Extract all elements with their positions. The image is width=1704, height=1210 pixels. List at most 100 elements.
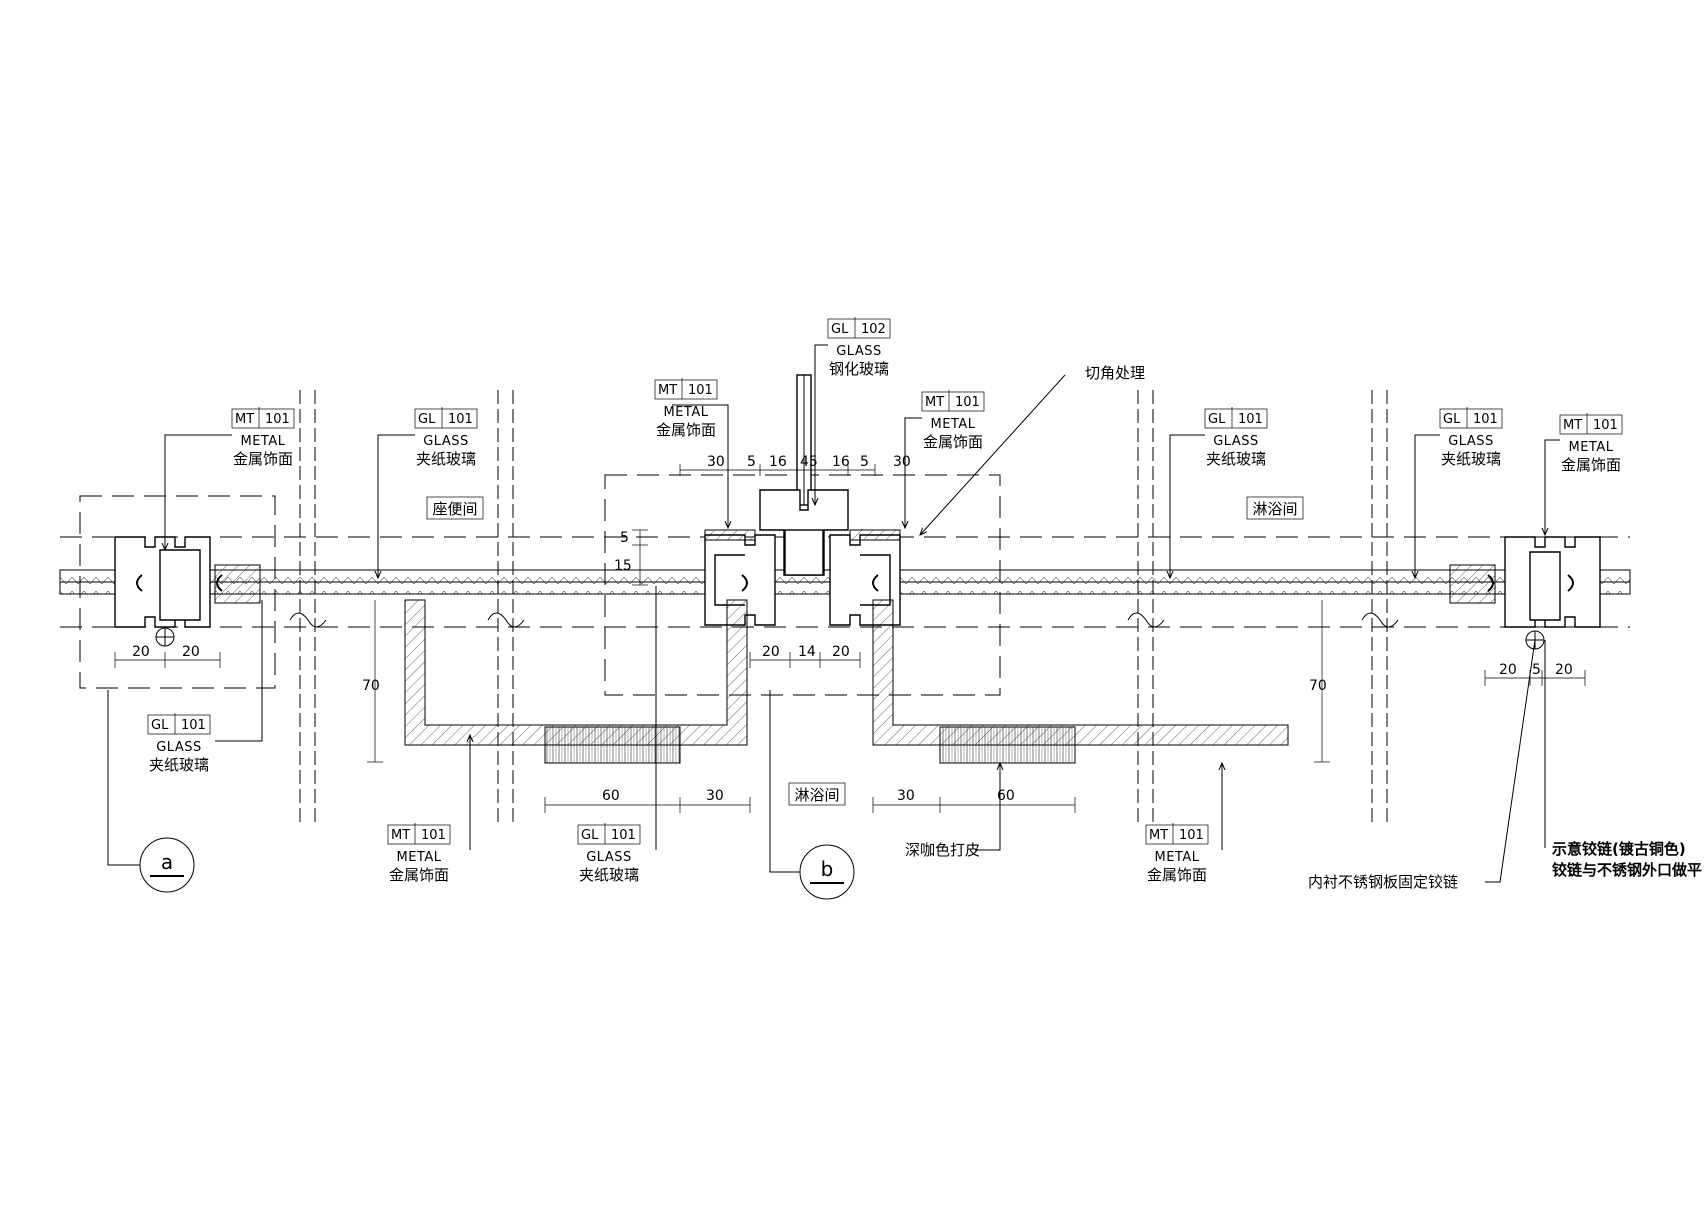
tag-number: 101 [421,828,446,843]
tag-chinese: 金属饰面 [1147,866,1207,884]
tag-chinese: 夹纸玻璃 [579,866,639,884]
tag-english: GLASS [836,344,882,359]
tag-english: METAL [1155,850,1200,865]
tag-code: GL [831,322,849,337]
room-shower-right: 淋浴间 [1252,500,1297,518]
dim-r-5: 5 [1532,662,1541,678]
dim-c-20b: 20 [832,644,850,660]
tag-code: MT [391,828,410,843]
dim-c-16b: 16 [832,454,850,470]
section-b-label: b [821,857,834,881]
dim-b-30b: 30 [897,788,915,804]
tag-chinese: 金属饰面 [233,450,293,468]
dim-l-20a: 20 [132,644,150,660]
tag-code: GL [1208,412,1226,427]
tag-number: 102 [861,322,886,337]
tag-code: GL [418,412,436,427]
dim-r-20b: 20 [1555,662,1573,678]
center-frame-assembly [404,374,1289,764]
dimension-texts: 20 20 30 5 16 45 16 5 30 5 15 20 14 20 7… [132,454,1573,804]
note-hinge-2: 铰链与不锈钢外口做平 [1552,861,1702,879]
tag-english: GLASS [156,740,202,755]
section-mark-a: a [139,837,195,893]
dim-r-20a: 20 [1499,662,1517,678]
section-a-label: a [161,850,173,874]
dim-l-70: 70 [362,678,380,694]
tag-number: 101 [611,828,636,843]
dim-c-30a: 30 [707,454,725,470]
tag-code: GL [1443,412,1461,427]
tag-chinese: 金属饰面 [656,421,716,439]
tag-english: GLASS [1448,434,1494,449]
dim-r-70: 70 [1309,678,1327,694]
dim-l-20b: 20 [182,644,200,660]
leader-lines [107,344,1560,883]
dim-b-60a: 60 [602,788,620,804]
dim-c-45: 45 [800,454,818,470]
tag-code: MT [1149,828,1168,843]
note-dark-coffee: 深咖色打皮 [905,841,980,859]
tag-code: MT [658,383,677,398]
notes: 切角处理 深咖色打皮 内衬不锈钢板固定铰链 示意铰链(镀古铜色) 铰链与不锈钢外… [905,364,1702,891]
dim-c-30b: 30 [893,454,911,470]
tag-number: 101 [955,395,980,410]
note-inner-plate: 内衬不锈钢板固定铰链 [1308,873,1458,891]
tag-number: 101 [1179,828,1204,843]
tag-code: MT [235,412,254,427]
room-toilet: 座便间 [432,500,477,518]
tag-chinese: 夹纸玻璃 [149,756,209,774]
tag-english: GLASS [423,434,469,449]
tag-number: 101 [181,718,206,733]
tag-number: 101 [265,412,290,427]
tag-english: GLASS [1213,434,1259,449]
tag-chinese: 夹纸玻璃 [1441,450,1501,468]
dim-c-14: 14 [798,644,816,660]
tag-code: MT [925,395,944,410]
section-mark-b: b [799,844,855,900]
tag-number: 101 [1238,412,1263,427]
tag-number: 101 [1473,412,1498,427]
note-chamfer: 切角处理 [1085,364,1145,382]
tag-code: GL [581,828,599,843]
tag-chinese: 金属饰面 [923,433,983,451]
tag-code: MT [1563,418,1582,433]
tag-number: 101 [448,412,473,427]
dim-c-20a: 20 [762,644,780,660]
tag-chinese: 金属饰面 [389,866,449,884]
tag-english: METAL [664,405,709,420]
dim-b-60b: 60 [997,788,1015,804]
dim-c-5a: 5 [747,454,756,470]
dim-c-5b: 5 [860,454,869,470]
tag-number: 101 [1593,418,1618,433]
tag-number: 101 [688,383,713,398]
note-hinge-1: 示意铰链(镀古铜色) [1552,840,1686,858]
tag-english: GLASS [586,850,632,865]
tag-chinese: 夹纸玻璃 [1206,450,1266,468]
tag-code: GL [151,718,169,733]
right-frame-assembly [1449,536,1601,650]
tag-english: METAL [241,434,286,449]
room-labels: 座便间 淋浴间 淋浴间 [426,496,1304,806]
dim-c-v5: 5 [620,530,629,546]
tag-english: METAL [931,417,976,432]
break-lines [289,390,1399,825]
tag-english: METAL [1569,440,1614,455]
left-frame-assembly [79,495,276,689]
tag-english: METAL [397,850,442,865]
dim-c-16a: 16 [769,454,787,470]
